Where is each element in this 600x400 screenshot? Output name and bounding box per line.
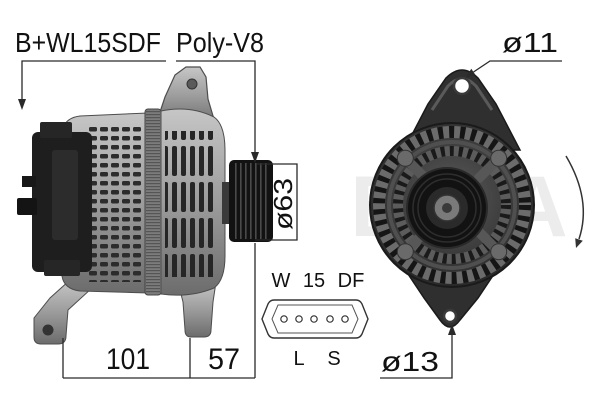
- pin-label-l: L: [293, 348, 304, 370]
- front-view-alternator: [369, 69, 535, 328]
- top-hole-leader: [473, 60, 562, 73]
- regulator-terminal-block: [44, 260, 80, 276]
- pulley-diameter-bracket: [255, 163, 298, 241]
- pulley-groove-ring: [417, 178, 477, 238]
- outer-fin-ring: [373, 126, 531, 284]
- bottom-hole-diameter-label: ø13: [381, 346, 439, 377]
- connector-inner-outline: [271, 304, 359, 334]
- pulley-groove-ring: [412, 173, 482, 243]
- pulley-offset-label: 57: [208, 343, 240, 376]
- pin-label-df: DF: [338, 270, 365, 292]
- regulator-cover-detail: [52, 150, 78, 240]
- connector-pinout: W 15 DF L S: [261, 270, 369, 370]
- bottom-hole-leader: [380, 334, 453, 379]
- shaft-center: [442, 203, 452, 213]
- housing-bolt-boss: [490, 243, 508, 261]
- top-hole-diameter-label: ø11: [502, 27, 558, 58]
- side-view-alternator: [17, 66, 273, 345]
- connector-pin: [326, 315, 334, 323]
- bottom-mounting-hole: [442, 308, 458, 324]
- connector-pin: [280, 315, 288, 323]
- pulley-grooves: [233, 163, 269, 239]
- connector-code-leader: [21, 60, 166, 100]
- raised-housing-ring: [387, 140, 517, 270]
- connector-pin: [295, 315, 303, 323]
- regulator-plug-upper: [22, 176, 36, 187]
- rotor-shaft-hub: [222, 182, 232, 224]
- front-mounting-foot: [177, 281, 217, 338]
- bottom-hole-arrowhead: [448, 324, 456, 335]
- housing-bolt-boss: [396, 243, 414, 261]
- front-housing-vents: [165, 131, 217, 277]
- body-length-label: 101: [106, 343, 150, 376]
- pulley-type-label: Poly-V8: [176, 27, 264, 58]
- rear-housing-vents: [88, 126, 143, 282]
- pulley-diameter-label: ø63: [268, 178, 298, 230]
- pin-label-s: S: [327, 348, 340, 370]
- connector-code-arrowhead: [18, 99, 26, 110]
- pulley-type-leader: [176, 60, 256, 153]
- connector-pin: [310, 315, 318, 323]
- front-view-annotations: ø11 ø13: [380, 27, 585, 379]
- pin-label-w: W: [272, 270, 291, 292]
- stator-laminations: [146, 111, 160, 293]
- pin-label-15: 15: [303, 270, 325, 292]
- voltage-regulator: [17, 122, 92, 276]
- side-view-annotations: B+WL15SDF Poly-V8 ø63 101 57: [15, 27, 298, 379]
- housing-bolt-boss: [396, 149, 414, 167]
- inner-fin-ring: [393, 146, 511, 264]
- clockwise-rotation-arrow-icon: [565, 155, 585, 240]
- pulley-type-arrowhead: [251, 152, 259, 163]
- top-ear-boss: [186, 78, 198, 90]
- rear-foot-bolt-hole: [42, 324, 54, 336]
- rotation-arrowhead-icon: [575, 238, 583, 248]
- connector-code-label: B+WL15SDF: [15, 27, 161, 58]
- regulator-plug-main: [17, 198, 37, 215]
- connector-pin: [341, 315, 349, 323]
- housing-bolt-boss: [490, 149, 508, 167]
- top-mounting-hole: [452, 76, 472, 96]
- top-hole-arrowhead: [466, 68, 476, 77]
- regulator-top-block: [40, 122, 72, 138]
